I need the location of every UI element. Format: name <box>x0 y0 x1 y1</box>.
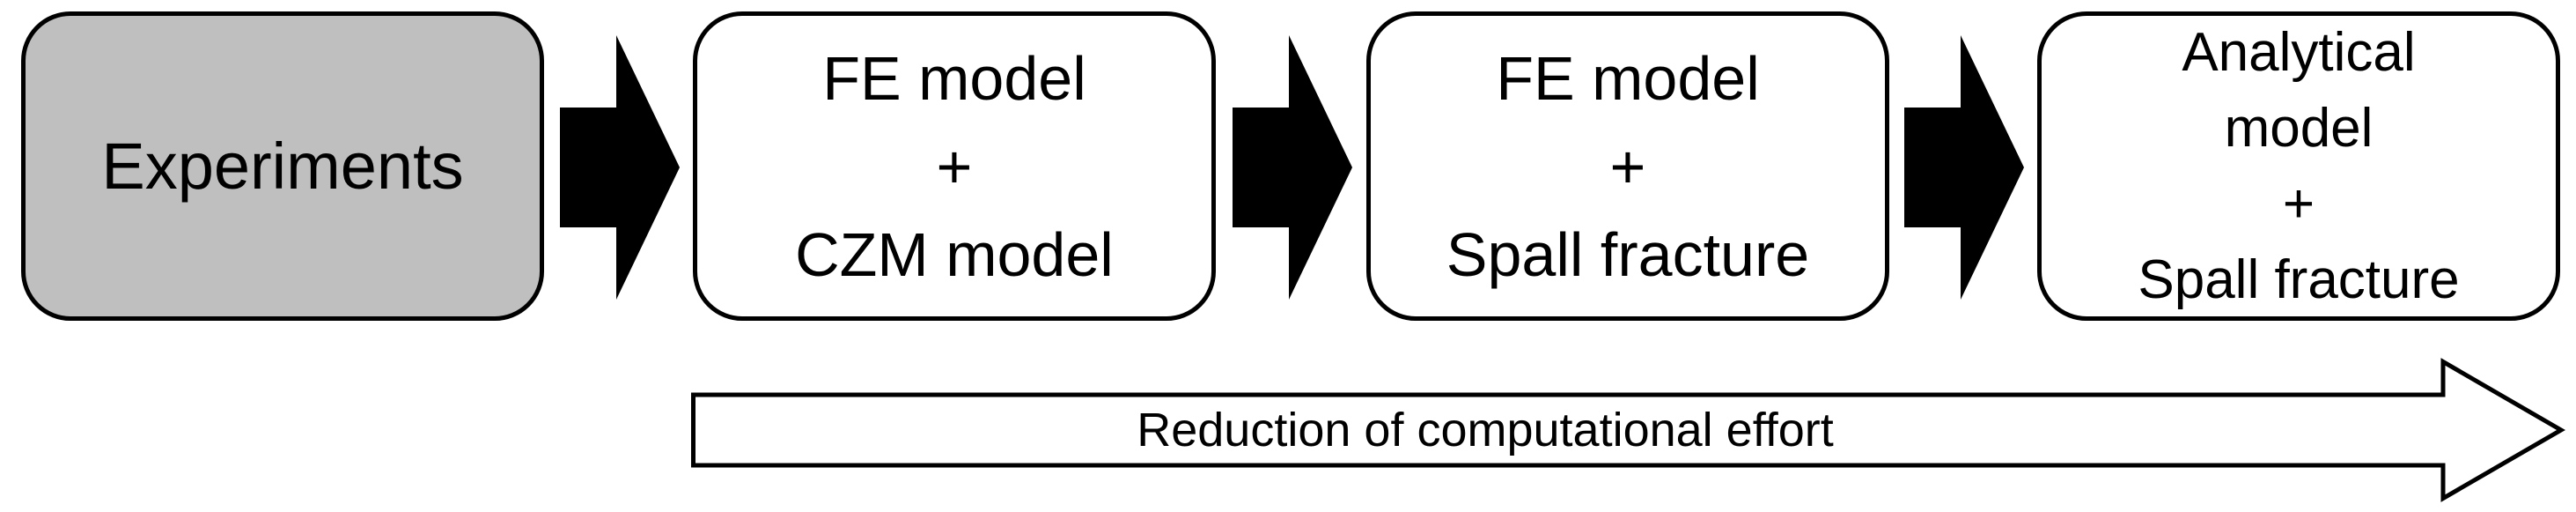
connector-arrow-3 <box>1904 35 2024 300</box>
connector-arrow-1 <box>560 35 680 300</box>
connector-arrow-2 <box>1233 35 1352 300</box>
fe-czm-line-1: FE model <box>822 43 1086 113</box>
fe-spall-box: FE model + Spall fracture <box>1366 11 1889 321</box>
fe-spall-line-1: FE model <box>1496 43 1760 113</box>
fe-spall-line-3: Spall fracture <box>1446 219 1810 289</box>
analytical-line-3: + <box>2282 173 2315 234</box>
effort-arrow-label: Reduction of computational effort <box>1137 404 1834 456</box>
experiments-box: Experiments <box>21 11 544 321</box>
fe-czm-line-3: CZM model <box>795 219 1114 289</box>
effort-arrow <box>691 358 2565 502</box>
fe-spall-line-2: + <box>1609 131 1646 201</box>
effort-arrow-shape <box>691 358 2565 502</box>
experiments-label: Experiments <box>101 130 464 203</box>
analytical-line-2: model <box>2224 97 2374 159</box>
connector-arrow-3-shape <box>1904 35 2024 300</box>
fe-czm-box: FE model + CZM model <box>693 11 1216 321</box>
connector-arrow-1-shape <box>560 35 680 300</box>
analytical-box: Analytical model + Spall fracture <box>2037 11 2560 321</box>
analytical-line-1: Analytical <box>2182 21 2416 83</box>
fe-czm-line-2: + <box>936 131 973 201</box>
connector-arrow-2-shape <box>1233 35 1352 300</box>
analytical-line-4: Spall fracture <box>2138 249 2460 310</box>
